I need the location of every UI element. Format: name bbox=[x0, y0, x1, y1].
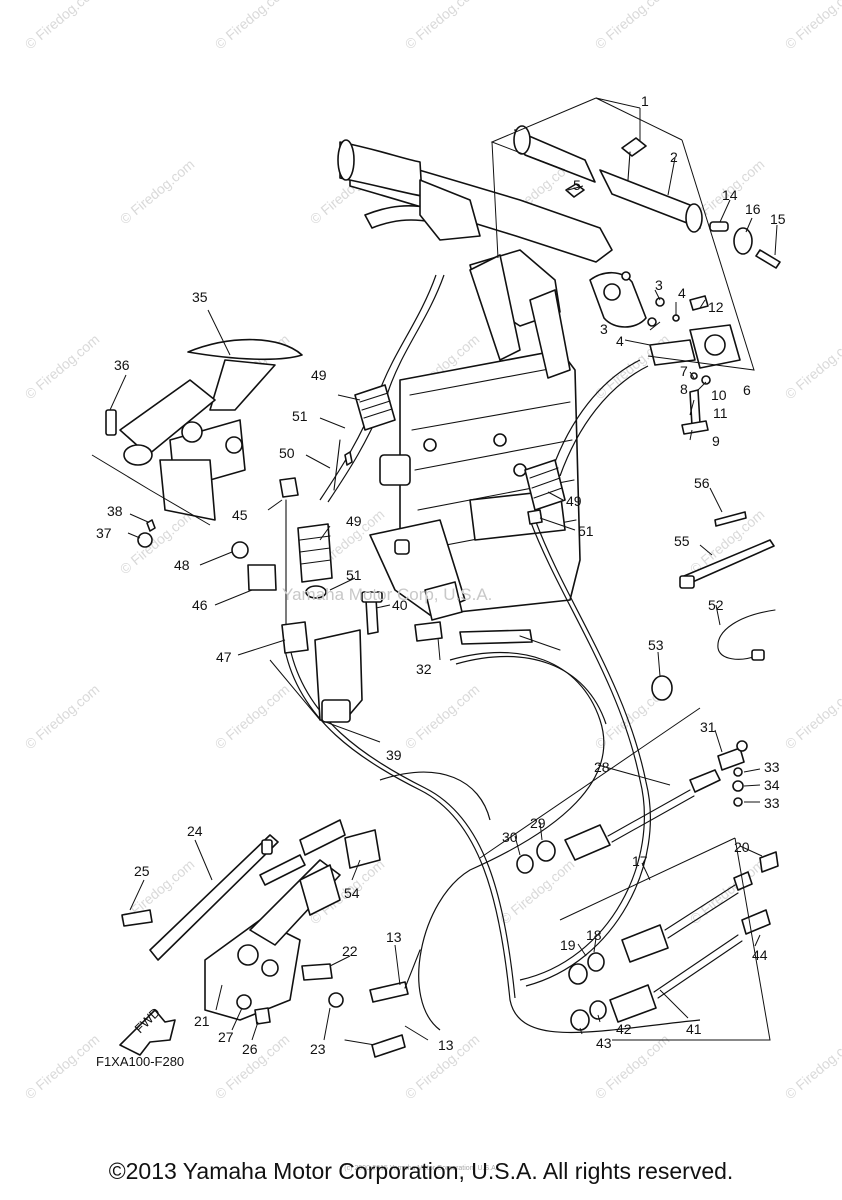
watermark-tile: © Firedog.com bbox=[782, 331, 842, 402]
callout-3: 3 bbox=[600, 321, 608, 337]
cable-routing bbox=[284, 274, 701, 1034]
callout-15: 15 bbox=[770, 211, 786, 227]
callout-16: 16 bbox=[745, 201, 761, 217]
callout-34: 34 bbox=[764, 777, 780, 793]
callout-7: 7 bbox=[680, 363, 688, 379]
throttle-lever bbox=[105, 338, 303, 548]
watermark-tile: © Firedog.com bbox=[592, 0, 673, 52]
callout-26: 26 bbox=[242, 1041, 258, 1057]
watermark-tile: © Firedog.com bbox=[782, 1031, 842, 1102]
callout-25: 25 bbox=[134, 863, 150, 879]
callout-46: 46 bbox=[192, 597, 208, 613]
callout-33: 33 bbox=[764, 795, 780, 811]
callout-6: 6 bbox=[743, 382, 751, 398]
callout-44: 44 bbox=[752, 947, 768, 963]
watermark-tile: © Firedog.com bbox=[497, 856, 578, 927]
callout-17: 17 bbox=[632, 853, 648, 869]
callout-41: 41 bbox=[686, 1021, 702, 1037]
callout-21: 21 bbox=[194, 1013, 210, 1029]
callout-35: 35 bbox=[192, 289, 208, 305]
callout-13: 13 bbox=[438, 1037, 454, 1053]
callout-20: 20 bbox=[734, 839, 750, 855]
callout-39: 39 bbox=[386, 747, 402, 763]
center-watermark: Yamaha Motor Corp, U.S.A. bbox=[282, 585, 492, 604]
grip-assembly bbox=[513, 125, 781, 269]
watermark-tile: © Firedog.com bbox=[212, 0, 293, 52]
callout-38: 38 bbox=[107, 503, 123, 519]
callout-32: 32 bbox=[416, 661, 432, 677]
watermark-tile: © Firedog.com bbox=[22, 1031, 103, 1102]
callout-51: 51 bbox=[578, 523, 594, 539]
shift-cables bbox=[516, 740, 779, 1031]
watermark-tile: © Firedog.com bbox=[402, 0, 483, 52]
callout-50: 50 bbox=[279, 445, 295, 461]
callout-49: 49 bbox=[346, 513, 362, 529]
callout-9: 9 bbox=[712, 433, 720, 449]
diagram-code: F1XA100-F280 bbox=[96, 1054, 184, 1069]
copyright-notice: ©2013 Yamaha Motor Corporation, U.S.A. A… bbox=[108, 1158, 734, 1184]
callout-45: 45 bbox=[232, 507, 248, 523]
fasteners-right bbox=[651, 511, 776, 701]
callout-8: 8 bbox=[680, 381, 688, 397]
callout-22: 22 bbox=[342, 943, 358, 959]
watermark-tile: © Firedog.com bbox=[402, 681, 483, 752]
cable-boots bbox=[231, 384, 566, 723]
callout-18: 18 bbox=[586, 927, 602, 943]
callout-11: 11 bbox=[713, 405, 728, 421]
leader-lines bbox=[91, 97, 778, 1041]
callout-19: 19 bbox=[560, 937, 576, 953]
callout-31: 31 bbox=[700, 719, 716, 735]
handlebar bbox=[337, 139, 647, 328]
watermark-tile: © Firedog.com bbox=[117, 156, 198, 227]
callout-numbers: 1 2 3 3 4 4 5 6 7 8 9 10 11 12 13 13 14 … bbox=[96, 93, 786, 1057]
callout-28: 28 bbox=[594, 759, 610, 775]
callout-42: 42 bbox=[616, 1021, 632, 1037]
callout-14: 14 bbox=[722, 187, 738, 203]
callout-4: 4 bbox=[678, 285, 686, 301]
callout-13: 13 bbox=[386, 929, 402, 945]
callout-10: 10 bbox=[711, 387, 727, 403]
small-print: (c) 2000-2015 Yamaha Motor Corporation, … bbox=[344, 1165, 498, 1172]
watermark-tile: © Firedog.com bbox=[782, 681, 842, 752]
callout-53: 53 bbox=[648, 637, 664, 653]
watermark-tile: © Firedog.com bbox=[212, 681, 293, 752]
callout-2: 2 bbox=[670, 149, 678, 165]
callout-30: 30 bbox=[502, 829, 518, 845]
callout-23: 23 bbox=[310, 1041, 326, 1057]
callout-33: 33 bbox=[764, 759, 780, 775]
control-lever-base bbox=[119, 819, 421, 1058]
watermark-tile: © Firedog.com bbox=[22, 0, 103, 52]
callout-27: 27 bbox=[218, 1029, 234, 1045]
callout-5: 5 bbox=[573, 177, 581, 193]
callout-48: 48 bbox=[174, 557, 190, 573]
callout-51: 51 bbox=[346, 567, 362, 583]
callout-49: 49 bbox=[311, 367, 327, 383]
callout-24: 24 bbox=[187, 823, 203, 839]
callout-37: 37 bbox=[96, 525, 112, 541]
callout-1: 1 bbox=[641, 93, 649, 109]
watermark-tile: © Firedog.com bbox=[22, 681, 103, 752]
callout-29: 29 bbox=[530, 815, 546, 831]
callout-51: 51 bbox=[292, 408, 308, 424]
handle-end-assembly bbox=[647, 295, 741, 435]
watermark-tile: © Firedog.com bbox=[22, 331, 103, 402]
callout-40: 40 bbox=[392, 597, 408, 613]
steering-column bbox=[369, 254, 581, 621]
callout-55: 55 bbox=[674, 533, 690, 549]
callout-54: 54 bbox=[344, 885, 360, 901]
watermark-tile: © Firedog.com bbox=[782, 0, 842, 52]
callout-4: 4 bbox=[616, 333, 624, 349]
callout-47: 47 bbox=[216, 649, 232, 665]
callout-56: 56 bbox=[694, 475, 710, 491]
callout-49: 49 bbox=[566, 493, 582, 509]
callout-52: 52 bbox=[708, 597, 724, 613]
callout-3: 3 bbox=[655, 277, 663, 293]
callout-43: 43 bbox=[596, 1035, 612, 1051]
callout-36: 36 bbox=[114, 357, 130, 373]
callout-12: 12 bbox=[708, 299, 724, 315]
